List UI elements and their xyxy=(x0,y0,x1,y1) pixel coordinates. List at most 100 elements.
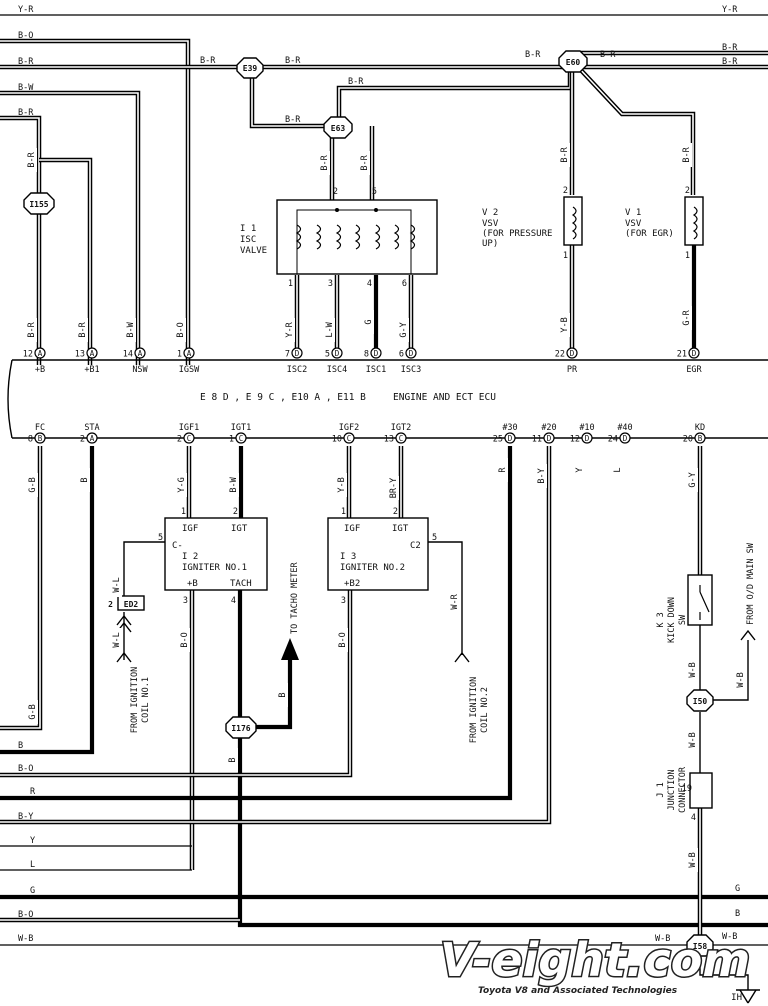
ecu-pin-conn: D xyxy=(508,434,513,443)
ecu-pin-number: 5 xyxy=(325,350,330,360)
ecu-pin-name: PR xyxy=(567,365,578,375)
wire-code-bg xyxy=(689,468,698,492)
wire-code-bg xyxy=(576,458,585,482)
ecu-pin-name: ISC3 xyxy=(401,365,421,375)
from-coil2-line1: FROM IGNITION xyxy=(469,677,479,744)
from-coil1-line1: FROM IGNITION xyxy=(130,667,140,734)
wire-code-bg xyxy=(178,473,187,497)
isc-pin-1: 1 xyxy=(288,279,293,289)
igniter1-igt: IGT xyxy=(231,524,248,534)
wire-code-y: Y xyxy=(575,467,585,472)
watermark-tagline: Toyota V8 and Associated Technologies xyxy=(478,986,678,996)
svg-text:ED2: ED2 xyxy=(124,600,139,609)
svg-text:I50: I50 xyxy=(693,697,708,706)
wire-code-l: L xyxy=(30,860,35,870)
ecu-pin-number: 21 xyxy=(677,350,687,360)
wire-code-bg xyxy=(683,306,692,330)
ecu-pin-name: STA xyxy=(84,423,99,433)
isc-line1: ISC xyxy=(240,235,256,245)
ecu-pin-conn: A xyxy=(90,434,95,443)
ecu-pin-bot-1: A2 STA xyxy=(80,423,100,445)
ecu-pin-conn: B xyxy=(698,434,703,443)
junction-connector-box xyxy=(689,772,713,809)
igniter1-pin-4: 4 xyxy=(231,596,236,606)
wire-code-bg xyxy=(29,473,38,497)
igniter2-igt: IGT xyxy=(392,524,409,534)
igniter1-name: IGNITER NO.1 xyxy=(182,563,247,573)
ecu-pin-number: 13 xyxy=(75,350,85,360)
ecu-pin-name: +B xyxy=(35,365,45,375)
wire-code-wl: W-L xyxy=(112,632,122,647)
igniter2-pin-5: 5 xyxy=(432,533,437,543)
igniter1-id: I 2 xyxy=(182,552,198,562)
wire-code-b: B xyxy=(278,692,288,697)
wire-code-bg xyxy=(29,700,38,724)
wire-code-bo: B-O xyxy=(338,632,348,647)
wire-code-bg xyxy=(561,313,570,337)
ecu-pin-name: #30 xyxy=(502,423,517,433)
ground-symbol xyxy=(736,989,760,1004)
wire-code-bo: B-O xyxy=(18,764,33,774)
vsv2-pin-2: 2 xyxy=(563,186,568,196)
isc-wires xyxy=(294,245,697,352)
ecu-pin-name: ISC4 xyxy=(327,365,347,375)
wire-code-b: B xyxy=(80,477,90,482)
kickdown-switch xyxy=(687,574,713,626)
wire-code-bg xyxy=(400,318,409,342)
ecu-title: ENGINE AND ECT ECU xyxy=(393,392,496,403)
wire-code-bg xyxy=(127,318,136,342)
wire-code-br: B-R xyxy=(200,56,216,66)
wire-code-bg xyxy=(286,318,295,342)
igniter2-box xyxy=(327,517,429,591)
wire-code-gr: G-R xyxy=(682,309,692,325)
junction-e63: E63 xyxy=(323,116,353,139)
ecu-pin-bot-8: D12#10 xyxy=(570,423,595,445)
wire-code-wr: W-R xyxy=(450,593,460,609)
wire-code-gy: G-Y xyxy=(399,322,409,337)
wire-code-bg xyxy=(361,151,370,175)
wire-code-by: B-Y xyxy=(537,468,547,483)
wire-code-bo: B-O xyxy=(18,910,33,920)
ecu-pin-conn: D xyxy=(585,434,590,443)
ecu-pin-name: FC xyxy=(35,423,45,433)
from-od-label: FROM O/D MAIN SW xyxy=(746,542,756,625)
svg-text:E60: E60 xyxy=(566,58,581,67)
junction-markers: E39 E60 E63 I155 I176 I50 I58 ED2 xyxy=(23,50,714,957)
jconn-line1: JUNCTION xyxy=(667,770,677,811)
wire-code-y: Y xyxy=(30,836,35,846)
vsv2-line1: VSV xyxy=(482,219,499,229)
wire-code-bg xyxy=(683,143,692,167)
wire-code-bg xyxy=(279,683,288,707)
wire-code-br: B-R xyxy=(78,321,88,337)
wire-code-br: B-R xyxy=(682,146,692,162)
wire-code-bw: B-W xyxy=(18,83,34,93)
wire-code-g: G xyxy=(364,319,374,324)
wire-code-bo: B-O xyxy=(180,632,190,647)
ecu-pin-name: ISC1 xyxy=(366,365,386,375)
wire-code-yg: Y-G xyxy=(177,477,187,492)
top-bus-wires xyxy=(0,14,768,365)
ecu-pin-number: 20 xyxy=(683,435,693,445)
svg-text:I176: I176 xyxy=(231,724,250,733)
wire-code-wb: W-B xyxy=(655,934,670,944)
wire-code-yb: Y-B xyxy=(560,317,570,332)
igniter2-pin-3: 3 xyxy=(341,596,346,606)
kickdown-line2: SW xyxy=(678,614,688,625)
ecu-pin-number: 24 xyxy=(608,435,618,445)
junction-i155: I155 xyxy=(23,192,55,215)
wire-code-bg xyxy=(365,310,374,334)
ecu-connectors-line: E 8 D , E 9 C , E10 A , E11 B xyxy=(200,392,366,403)
wire-code-br: B-R xyxy=(348,77,364,87)
wire-code-br: B-R xyxy=(27,321,37,337)
ecu-pin-name: EGR xyxy=(686,365,702,375)
wire-code-br: B-R xyxy=(360,154,370,170)
ecu-pin-number: 2 xyxy=(80,435,85,445)
